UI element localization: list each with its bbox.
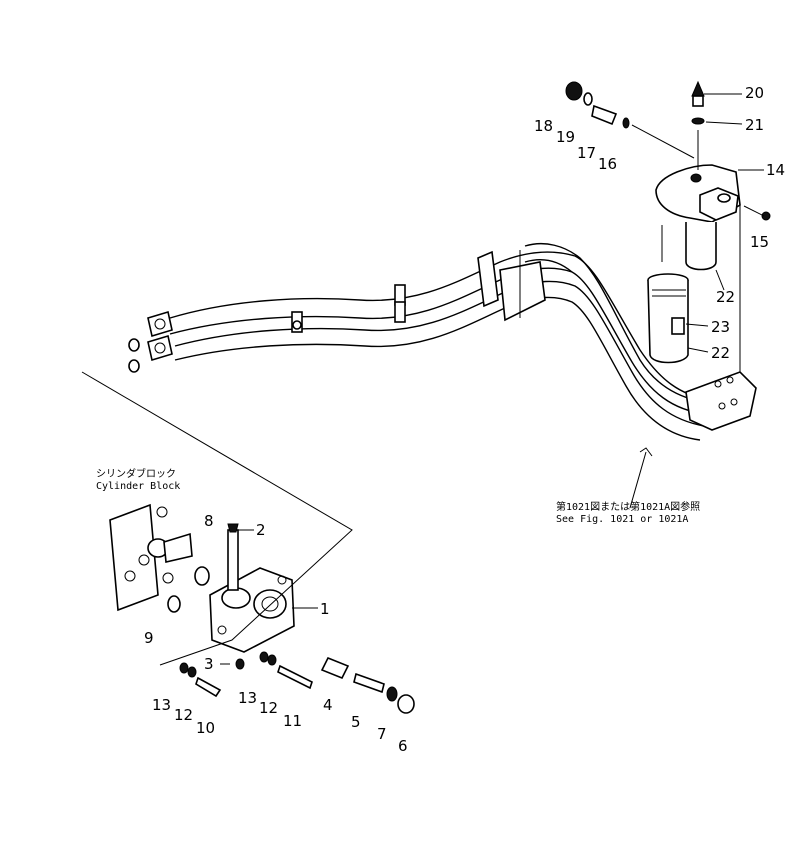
callout-leaders: [220, 93, 764, 665]
label-12-right: 12: [259, 699, 278, 717]
see-fig-caption-en: See Fig. 1021 or 1021A: [556, 514, 688, 525]
cylinder-block-caption-en: Cylinder Block: [96, 481, 180, 492]
label-15: 15: [750, 233, 769, 251]
see-fig-caption-jp: 第1021図または第1021A図参照: [556, 500, 700, 513]
label-12-left: 12: [174, 706, 193, 724]
label-5: 5: [351, 713, 361, 731]
label-10: 10: [196, 719, 215, 737]
part-labels: 20 21 14 15 18 19 17 16 22 23 22 8 2 1 9…: [144, 84, 785, 755]
label-9: 9: [144, 629, 154, 647]
label-13-right: 13: [238, 689, 257, 707]
label-18: 18: [534, 117, 553, 135]
label-8: 8: [204, 512, 214, 530]
label-22-lower: 22: [711, 344, 730, 362]
label-7: 7: [377, 725, 387, 743]
label-23: 23: [711, 318, 730, 336]
filter-assembly: [565, 80, 771, 431]
captions: シリンダブロック Cylinder Block 第1021図または第1021A図…: [96, 467, 700, 525]
o-rings-left: [128, 338, 140, 373]
label-11: 11: [283, 712, 302, 730]
label-20: 20: [745, 84, 764, 102]
label-2: 2: [256, 521, 266, 539]
label-4: 4: [323, 696, 333, 714]
label-17: 17: [577, 144, 596, 162]
label-13-left: 13: [152, 696, 171, 714]
valve-assembly: [81, 371, 415, 714]
label-22-upper: 22: [716, 288, 735, 306]
label-1: 1: [320, 600, 330, 618]
label-3: 3: [204, 655, 214, 673]
label-6: 6: [398, 737, 408, 755]
cylinder-block-caption-jp: シリンダブロック: [96, 467, 176, 480]
hose-assembly: [147, 242, 721, 441]
label-14: 14: [766, 161, 785, 179]
label-16: 16: [598, 155, 617, 173]
label-19: 19: [556, 128, 575, 146]
label-21: 21: [745, 116, 764, 134]
